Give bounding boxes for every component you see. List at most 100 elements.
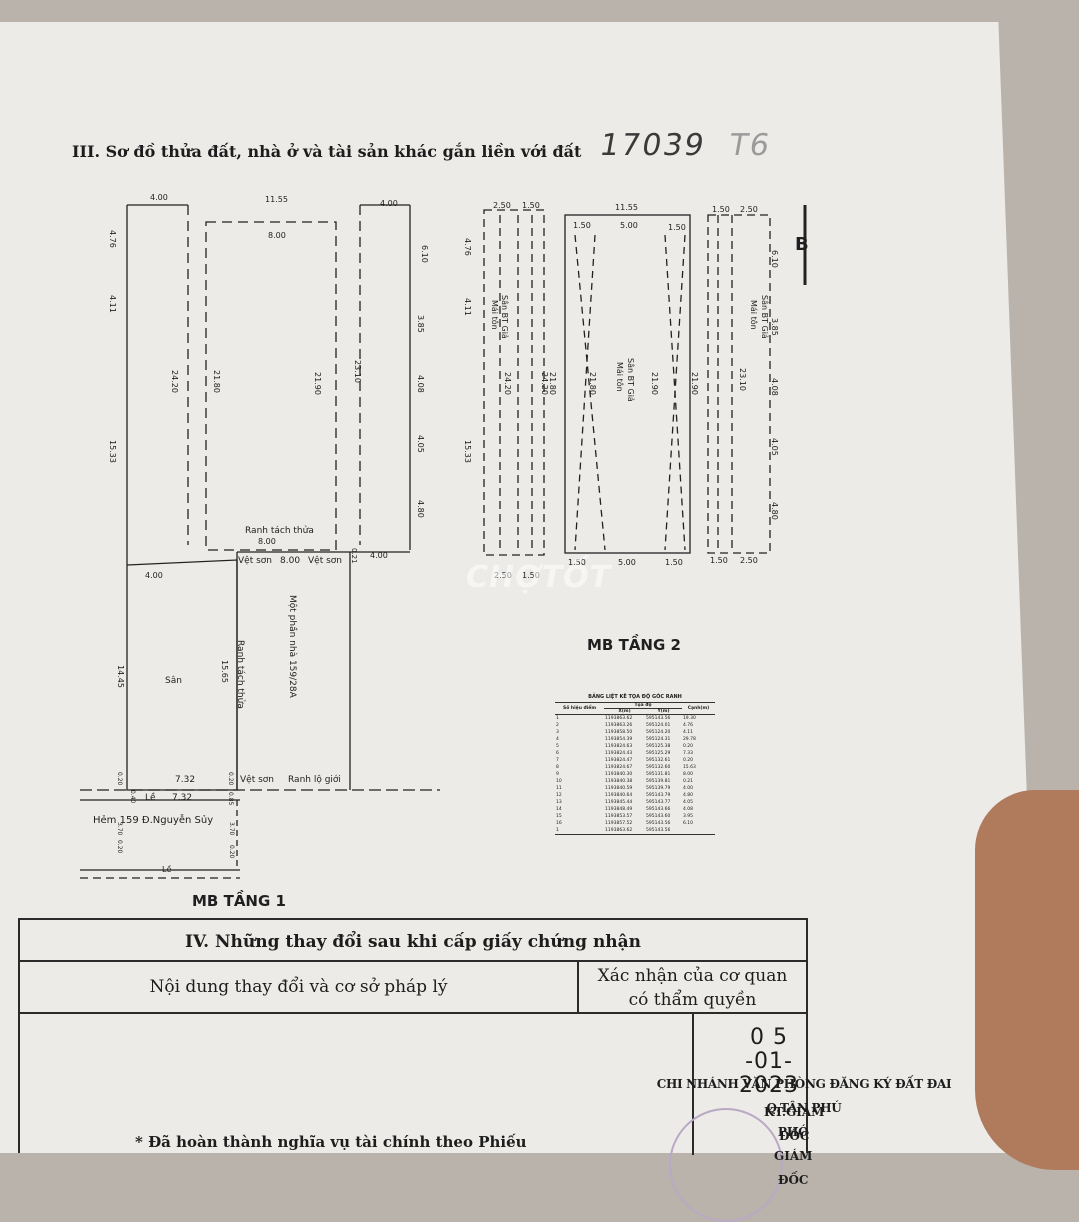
plan2-vdim-3: 21.80 [548, 372, 557, 395]
plan2-left-dim-3: 15.33 [463, 440, 472, 463]
coordinate-row: 15 1193853.57 595143.60 3.95 [555, 813, 715, 820]
col-x: X(m) [604, 708, 645, 715]
coord-x: 1193840.64 [605, 793, 633, 798]
plan2-inner-dim-2: 5.00 [620, 221, 638, 230]
plan1-small-dim-4: 3.70 [116, 822, 123, 836]
coord-y: 595143.56 [646, 716, 671, 721]
plan1-right-dim-3: 4.08 [416, 375, 425, 393]
point-id: 12 [556, 793, 562, 798]
coord-x: 1193863.62 [605, 828, 633, 833]
col-edge: Cạnh(m) [681, 702, 715, 715]
plan1-vet-son-2: Vệt sơn [240, 774, 274, 785]
coord-x: 1193853.57 [605, 814, 633, 819]
plan2-top-dim-3: 11.55 [615, 203, 638, 212]
coord-y: 595124.31 [646, 737, 671, 742]
plan2-right-dim-5: 4.80 [770, 502, 779, 520]
edge-length: 4.08 [682, 807, 693, 812]
plan2-vdim-4: 21.80 [588, 372, 597, 395]
plan1-vet-son-dim: 8.00 [280, 556, 300, 566]
section-4-col2-line2: có thẩm quyền [628, 990, 757, 1010]
plan2-san-center: Sân BT Giả [626, 358, 636, 402]
coord-y: 595139.81 [646, 779, 671, 784]
plan1-top-dim-1: 4.00 [150, 193, 168, 202]
coord-x: 1193840.59 [605, 786, 633, 791]
plan1-right-dim-5: 4.80 [416, 500, 425, 518]
plan2-mai-center: Mái tôn [615, 362, 625, 392]
plan2-right-dim-2: 3.85 [770, 318, 779, 336]
plan2-vdim-7: 23.10 [738, 368, 747, 391]
plan1-left-strip [126, 205, 238, 791]
plan1-ranh-tach-thua: Ranh tách thửa [245, 525, 314, 536]
plan1-top-dim-2: 11.55 [265, 195, 288, 204]
plan2-vdim-1: 24.20 [503, 372, 512, 395]
coordinate-table-caption: BẢNG LIỆT KÊ TỌA ĐỘ GÓC RANH [588, 694, 682, 700]
coord-x: 1193863.62 [605, 716, 633, 721]
plan2-left-dim-2: 4.11 [463, 298, 472, 316]
plan1-dim-1445: 14.45 [116, 665, 125, 688]
plan1-san: Sân [165, 676, 182, 686]
point-id: 3 [556, 730, 559, 735]
coord-y: 595143.60 [646, 814, 671, 819]
point-id: 9 [556, 772, 559, 777]
point-id: 14 [556, 807, 562, 812]
plan1-left-dim-1: 4.76 [108, 230, 117, 248]
col-group: Tọa độ [604, 702, 682, 709]
plan2-mai-right: Mái tôn [749, 300, 759, 330]
edge-length: 29.78 [682, 737, 696, 742]
plan1-ranh-tach-thua-2: Ranh tách thửa [235, 640, 246, 709]
coord-x: 1193848.49 [605, 807, 633, 812]
edge-length: 7.33 [682, 751, 693, 756]
plan2-section-marker-label: B [795, 234, 809, 255]
plan1-right-dim-1: 6.10 [420, 245, 429, 263]
coord-x: 1193857.52 [605, 821, 633, 826]
plan1-vdim-2: 21.80 [212, 370, 221, 393]
plan1-right-dim-4: 4.05 [416, 435, 425, 453]
edge-length: 4.80 [682, 793, 693, 798]
coord-y: 595131.81 [646, 772, 671, 777]
coord-y: 595139.79 [646, 786, 671, 791]
plan1-small-dim-6: 0.85 [227, 792, 234, 806]
plan2-bottom-dim-3: 1.50 [665, 558, 683, 567]
point-id: 4 [556, 737, 559, 742]
point-id: 7 [556, 758, 559, 763]
plan1-small-dim-3: 0.20 [116, 840, 123, 854]
col-point: Số hiệu điểm [555, 702, 605, 715]
watermark: CHỢTỐT [466, 560, 612, 595]
section-4-col2-line1: Xác nhận của cơ quan [597, 966, 788, 986]
edge-length: 0.21 [682, 779, 693, 784]
plan1-le-2: Lề [162, 864, 171, 874]
plan2-inner-dim-1: 1.50 [573, 221, 591, 230]
plan2-center [564, 214, 691, 554]
edge-length: 4.11 [682, 730, 693, 735]
plan1-name: MB TẦNG 1 [192, 889, 286, 910]
plan2-bottom-dim-5: 2.50 [740, 556, 758, 565]
point-id: 11 [556, 786, 562, 791]
point-id: 8 [556, 765, 559, 770]
plan2-name: MB TẦNG 2 [587, 633, 681, 654]
point-id: 15 [556, 814, 562, 819]
plan2-right-dim-4: 4.05 [770, 438, 779, 456]
edge-length: 0.20 [682, 758, 693, 763]
plan2-san-right: Sân BT Giả [760, 295, 770, 339]
plan2-right-dim-3: 4.08 [770, 378, 779, 396]
plan1-dim-1565: 15.65 [220, 660, 229, 683]
edge-length: 3.95 [682, 814, 693, 819]
plan2-right-strip [707, 214, 771, 554]
plan1-ranh-lo-gioi: Ranh lộ giới [288, 774, 341, 785]
coord-x: 1193840.30 [605, 772, 633, 777]
section-4-body-row: * Đã hoàn thành nghĩa vụ tài chính theo … [20, 1014, 952, 1222]
section-4-footnote: * Đã hoàn thành nghĩa vụ tài chính theo … [20, 1014, 694, 1155]
plan2-bottom-left-1: 2.50 [494, 571, 512, 580]
plan1-inner-width: 8.00 [268, 231, 286, 240]
coord-y: 595124.20 [646, 730, 671, 735]
